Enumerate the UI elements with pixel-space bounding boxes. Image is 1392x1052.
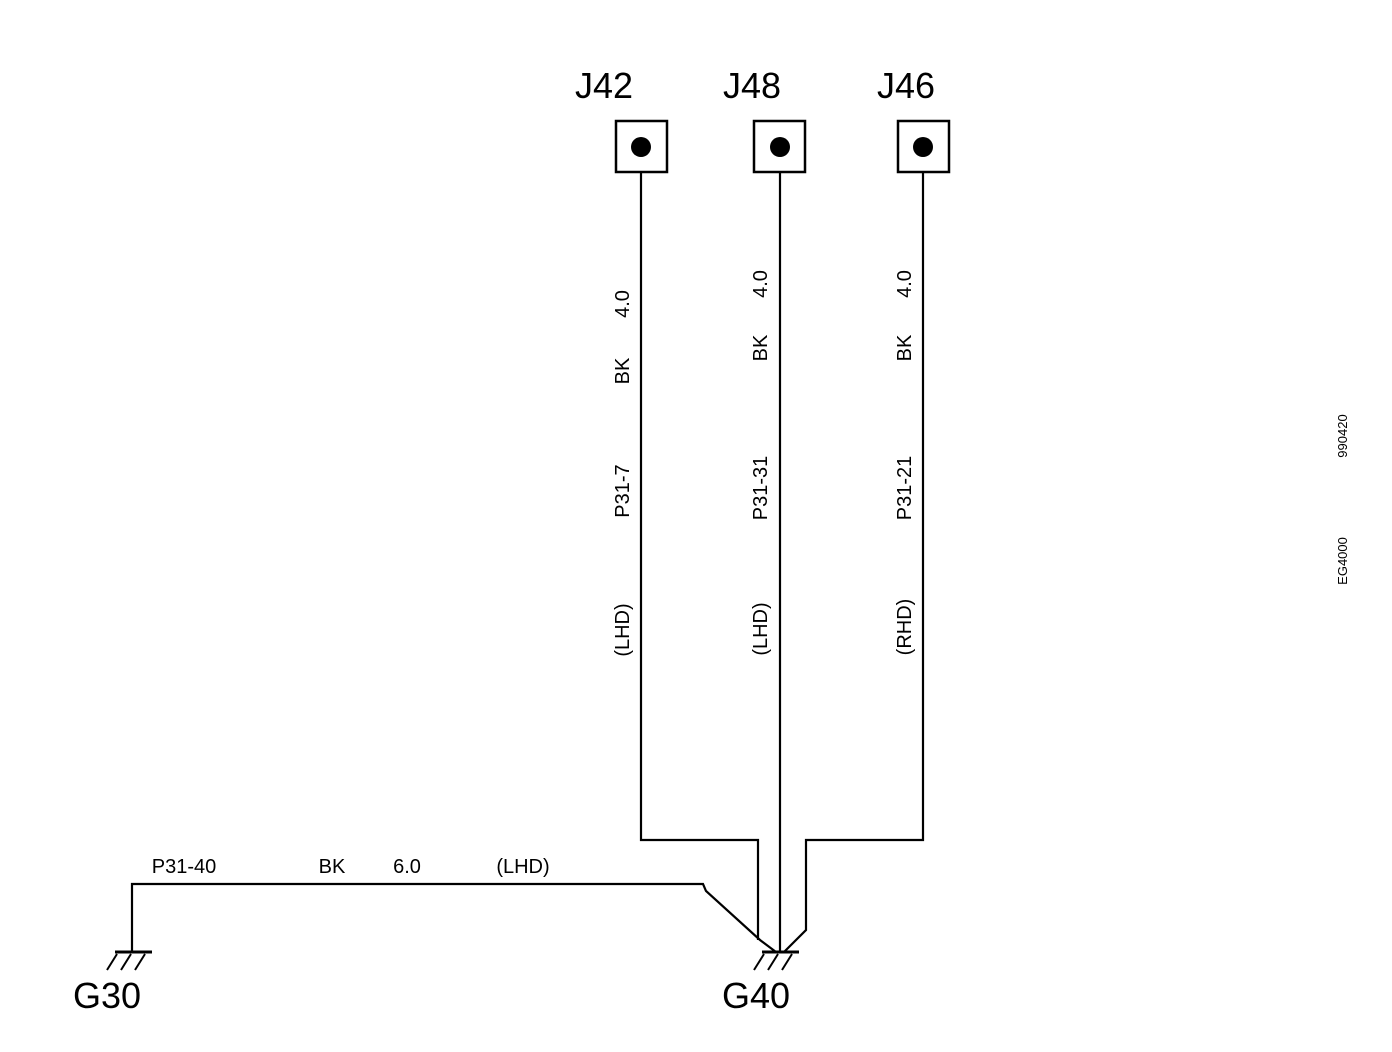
wire-j42-size: 4.0 — [612, 290, 634, 318]
wire-j46-labels: 4.0 BK P31-21 (RHD) — [894, 270, 916, 655]
connector-j42-label: J42 — [575, 65, 633, 106]
wire-j48-variant: (LHD) — [750, 602, 772, 655]
wire-g30-g40-color: BK — [319, 856, 346, 878]
connector-j48-label: J48 — [723, 65, 781, 106]
connector-j42-pin-icon — [631, 137, 651, 157]
ground-g30: G30 — [73, 950, 152, 1016]
wire-j42-pin: P31-7 — [612, 464, 634, 517]
wire-g30-g40-size: 6.0 — [393, 856, 421, 878]
wire-j48-size: 4.0 — [750, 270, 772, 298]
reference-code: 990420 — [1335, 414, 1350, 457]
reference-figure: EG4000 — [1335, 537, 1350, 585]
ground-g40-label: G40 — [722, 975, 790, 1016]
connector-j48-pin-icon — [770, 137, 790, 157]
wire-j46-color: BK — [894, 334, 916, 361]
wire-j42-variant: (LHD) — [612, 603, 634, 656]
ground-g30-icon — [106, 950, 152, 971]
ground-g30-label: G30 — [73, 975, 141, 1016]
ground-g40-icon — [753, 950, 799, 971]
wire-j48-pin: P31-31 — [750, 456, 772, 521]
wire-j46-size: 4.0 — [894, 270, 916, 298]
wire-g30-g40-pin: P31-40 — [152, 856, 217, 878]
connector-j48: J48 — [723, 65, 807, 174]
wire-j46 — [783, 172, 925, 953]
connector-j46: J46 — [877, 65, 951, 174]
wire-j42-labels: 4.0 BK P31-7 (LHD) — [612, 290, 634, 657]
connector-j46-pin-icon — [913, 137, 933, 157]
wire-g30-g40-variant: (LHD) — [496, 856, 549, 878]
wire-j46-pin: P31-21 — [894, 456, 916, 521]
wire-g30-g40-labels: P31-40 BK 6.0 (LHD) — [152, 856, 550, 878]
wire-j42-color: BK — [612, 357, 634, 384]
wire-j48-labels: 4.0 BK P31-31 (LHD) — [750, 270, 772, 656]
ground-g40: G40 — [722, 950, 799, 1016]
wire-j46-variant: (RHD) — [894, 599, 916, 656]
connector-j42: J42 — [575, 65, 669, 174]
connector-j46-label: J46 — [877, 65, 935, 106]
wire-j48-color: BK — [750, 334, 772, 361]
wire-g30-g40 — [130, 882, 777, 953]
wire-j42 — [639, 172, 760, 940]
reference-codes: 990420 EG4000 — [1335, 414, 1350, 585]
